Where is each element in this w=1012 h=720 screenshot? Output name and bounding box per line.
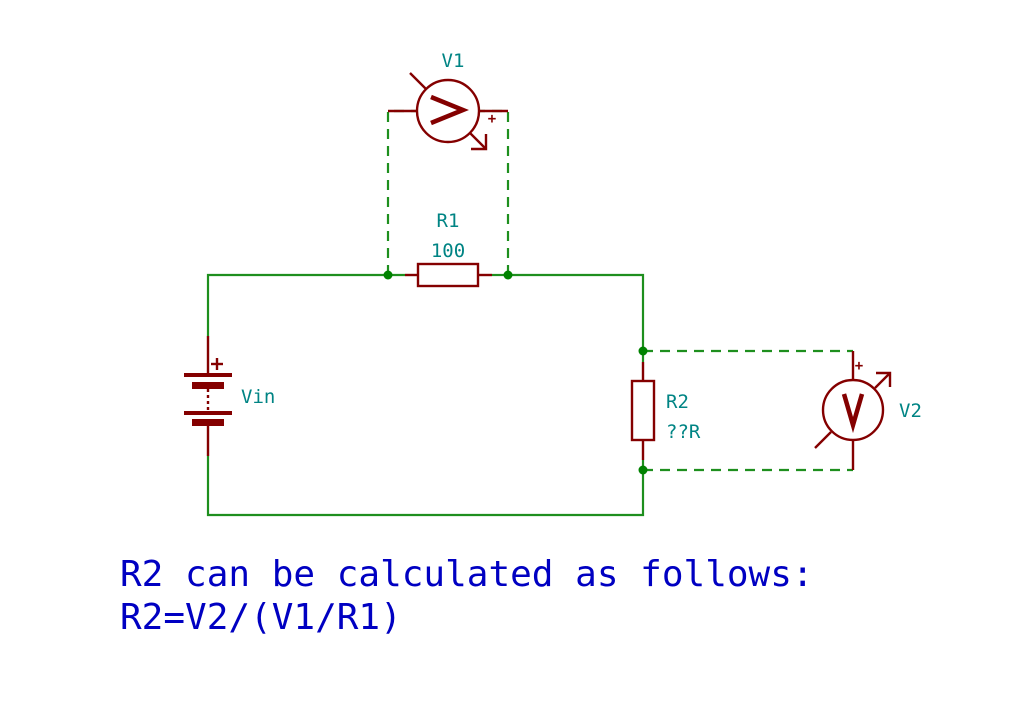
- v-letter-icon: [841, 393, 865, 434]
- vin-ref-label: Vin: [241, 386, 275, 408]
- note-line-1: R2 can be calculated as follows:: [120, 554, 814, 595]
- battery-vin[interactable]: Vin: [184, 336, 275, 456]
- v1-probe-line: [409, 72, 427, 90]
- v1-plus-label: +: [488, 111, 496, 127]
- voltmeter-v1-body[interactable]: [415, 78, 481, 144]
- resistor-r1-body[interactable]: [416, 262, 480, 288]
- voltmeter-v2[interactable]: + V2: [814, 351, 922, 470]
- junction-r2-bottom: [638, 465, 648, 475]
- probe-wires: [386, 109, 853, 472]
- junction-r1-left: [383, 270, 393, 280]
- junction-r2-top: [638, 346, 648, 356]
- wires: [206, 273, 645, 517]
- battery-cell1-short-plate: [192, 382, 224, 389]
- v2-ref-label: V2: [899, 400, 922, 422]
- greater-than-icon: [430, 94, 469, 126]
- battery-cell2-long-plate: [184, 411, 232, 415]
- v1-ref-label: V1: [442, 50, 465, 72]
- voltmeter-v1[interactable]: + V1: [388, 50, 508, 151]
- wire-top-left: [206, 273, 388, 336]
- v2-probe-line: [814, 431, 832, 449]
- wire-top-right: [508, 273, 645, 351]
- r1-value-label: 100: [431, 240, 465, 262]
- v1-arrow-icon: [469, 132, 488, 151]
- v2-plus-label: +: [855, 358, 863, 374]
- resistor-r2-body[interactable]: [630, 379, 656, 442]
- battery-plus-icon: [211, 358, 223, 370]
- resistor-r1[interactable]: R1 100: [405, 210, 492, 288]
- probe-v1-left: [386, 109, 417, 275]
- battery-cell1-long-plate: [184, 373, 232, 377]
- formula-note: R2 can be calculated as follows: R2=V2/(…: [120, 554, 814, 638]
- junctions: [383, 270, 648, 475]
- r2-value-label: ??R: [666, 421, 701, 443]
- note-line-2: R2=V2/(V1/R1): [120, 597, 402, 638]
- r1-ref-label: R1: [437, 210, 460, 232]
- junction-r1-right: [503, 270, 513, 280]
- r2-ref-label: R2: [666, 391, 689, 413]
- probe-v1-right: [479, 109, 510, 275]
- v2-arrow-icon: [874, 371, 892, 389]
- wire-bottom: [206, 456, 645, 517]
- resistor-r2[interactable]: R2 ??R: [630, 362, 701, 460]
- battery-cell2-short-plate: [192, 419, 224, 426]
